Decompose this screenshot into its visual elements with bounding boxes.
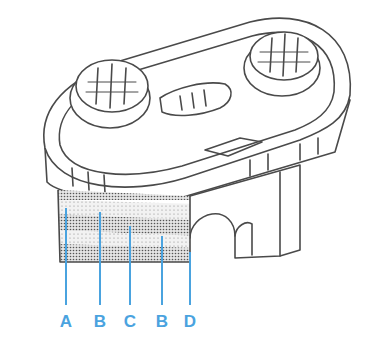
left-cap bbox=[70, 60, 150, 128]
section-outline bbox=[58, 190, 190, 262]
handle-slot bbox=[180, 96, 182, 110]
lid-grip bbox=[205, 138, 262, 156]
arch-inner bbox=[235, 223, 252, 255]
filter-layers bbox=[55, 185, 195, 265]
callout-letter: A bbox=[60, 312, 72, 332]
leader-line bbox=[65, 208, 67, 305]
cartridge-outline bbox=[44, 18, 351, 258]
lid-notches bbox=[72, 138, 318, 193]
lid-handle bbox=[160, 83, 231, 116]
leader-line bbox=[99, 212, 101, 305]
lid-top bbox=[44, 18, 351, 187]
leader-line bbox=[129, 226, 131, 305]
callout-letter: B bbox=[94, 312, 106, 332]
leader-line bbox=[161, 236, 163, 305]
leader-line bbox=[189, 252, 191, 305]
handle-slot bbox=[204, 90, 206, 106]
layer-band bbox=[55, 185, 195, 200]
callout-letter: C bbox=[124, 312, 136, 332]
body-edge bbox=[279, 172, 281, 256]
leader-lines bbox=[66, 208, 190, 305]
right-cap bbox=[244, 32, 320, 96]
callout-letter: B bbox=[156, 312, 168, 332]
handle-slot bbox=[192, 93, 194, 108]
callout-letter: D bbox=[184, 312, 196, 332]
lid-rim bbox=[59, 33, 334, 175]
